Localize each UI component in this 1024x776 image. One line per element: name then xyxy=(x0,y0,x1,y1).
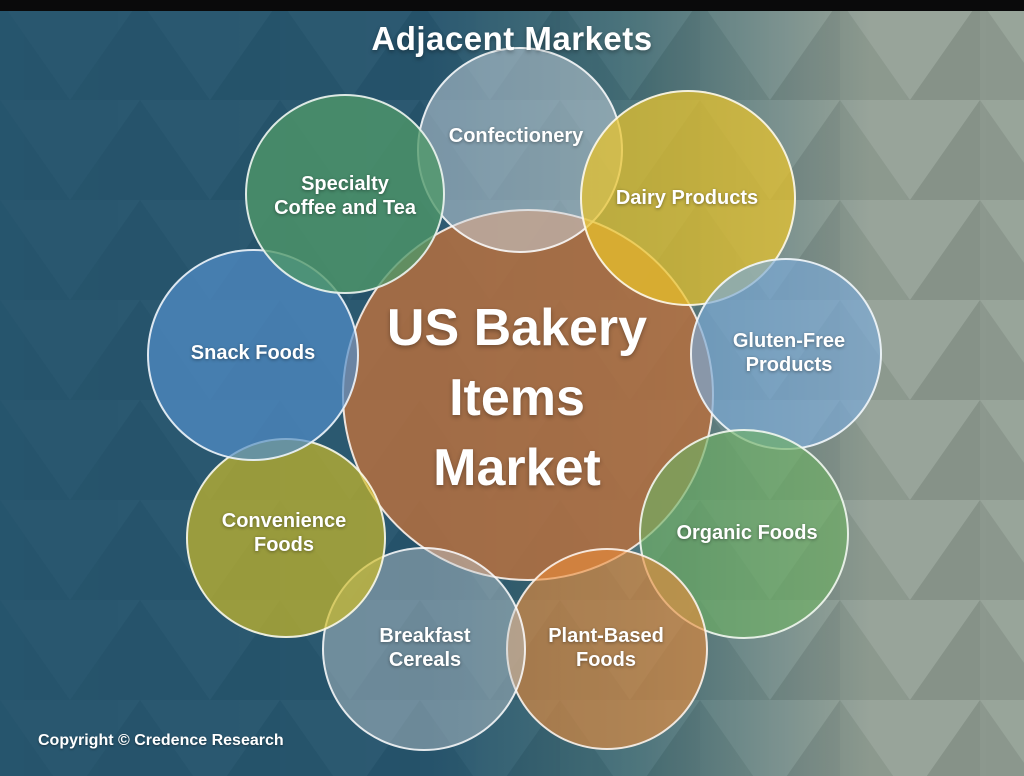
label-line: Confectionery xyxy=(448,125,584,147)
top-black-bar xyxy=(0,0,1024,11)
market-label-confectionery: Confectionery xyxy=(449,124,583,148)
market-label-dairy-products: Dairy Products xyxy=(616,186,758,210)
center-label: US Bakery Items Market xyxy=(387,293,647,503)
market-label-convenience-foods: Convenience Foods xyxy=(222,509,346,557)
market-label-organic-foods: Organic Foods xyxy=(676,521,817,545)
label-line: Coffee and Tea xyxy=(274,197,416,219)
label-line: Plant-Based xyxy=(548,625,664,647)
center-label-line: Market xyxy=(433,439,601,497)
label-line: Foods xyxy=(253,534,314,556)
center-label-line: US Bakery xyxy=(386,299,648,357)
label-line: Convenience xyxy=(221,510,347,532)
label-line: Organic Foods xyxy=(676,522,818,544)
market-label-breakfast-cereals: Breakfast Cereals xyxy=(379,624,470,672)
market-circle-specialty-coffee-tea xyxy=(245,94,445,294)
label-line: Snack Foods xyxy=(190,342,316,364)
page-title: Adjacent Markets xyxy=(371,20,653,57)
label-line: Gluten-Free xyxy=(732,330,846,352)
copyright: Copyright © Credence Research xyxy=(38,732,284,749)
label-line: Foods xyxy=(576,649,636,671)
market-label-snack-foods: Snack Foods xyxy=(191,341,315,365)
label-line: Cereals xyxy=(388,649,462,671)
label-line: Dairy Products xyxy=(615,187,759,209)
label-line: Specialty xyxy=(301,173,389,195)
label-line: Products xyxy=(745,354,833,376)
market-circle-plant-based-foods xyxy=(506,548,708,750)
market-label-gluten-free-products: Gluten-Free Products xyxy=(733,329,845,377)
market-circle-convenience-foods xyxy=(186,438,386,638)
center-label-line: Items xyxy=(449,369,585,427)
label-line: Breakfast xyxy=(379,625,471,647)
market-label-specialty-coffee-tea: Specialty Coffee and Tea xyxy=(274,172,416,220)
market-label-plant-based-foods: Plant-Based Foods xyxy=(548,624,664,672)
